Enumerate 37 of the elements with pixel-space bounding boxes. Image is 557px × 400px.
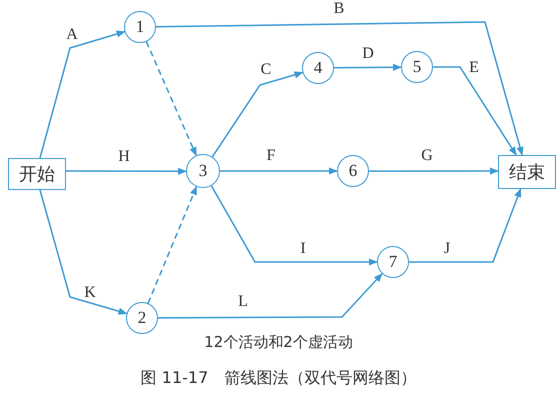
dashed-arrow	[147, 186, 198, 304]
edge-label: L	[238, 293, 248, 311]
edge-label: E	[469, 59, 479, 77]
edge-label: G	[421, 147, 433, 165]
edge-label: A	[66, 26, 78, 44]
dashed-arrow	[146, 41, 197, 156]
event-circle: 2	[126, 302, 158, 334]
arrow	[210, 185, 378, 266]
arrow	[334, 64, 402, 71]
edge-label: H	[118, 148, 130, 166]
terminal-box: 开始	[8, 158, 66, 190]
arrow	[433, 66, 517, 156]
arrow	[409, 188, 522, 263]
event-circle: 1	[124, 11, 156, 43]
event-circle: 4	[302, 52, 334, 84]
arrow	[156, 21, 524, 156]
arrow	[212, 71, 304, 158]
arrow	[158, 273, 383, 319]
edge-label: D	[362, 45, 374, 63]
arrow	[369, 167, 499, 175]
edge-label: J	[444, 240, 450, 258]
arrow	[39, 30, 126, 159]
figure-caption: 图 11-17 箭线图法（双代号网络图）	[140, 368, 418, 389]
arrow	[39, 189, 128, 315]
edge-label: F	[266, 147, 276, 165]
edge-label: K	[84, 284, 96, 302]
event-circle: 3	[186, 154, 220, 188]
event-circle: 6	[337, 155, 369, 187]
arrow	[66, 168, 187, 175]
note-text: 12个活动和2个虚活动	[203, 333, 354, 352]
arrow	[220, 167, 338, 175]
edge-label: I	[300, 240, 306, 258]
terminal-box: 结束	[498, 155, 556, 189]
edge-label: B	[334, 0, 344, 18]
edge-label: C	[260, 61, 272, 79]
event-circle: 7	[377, 246, 409, 278]
event-circle: 5	[401, 51, 433, 83]
